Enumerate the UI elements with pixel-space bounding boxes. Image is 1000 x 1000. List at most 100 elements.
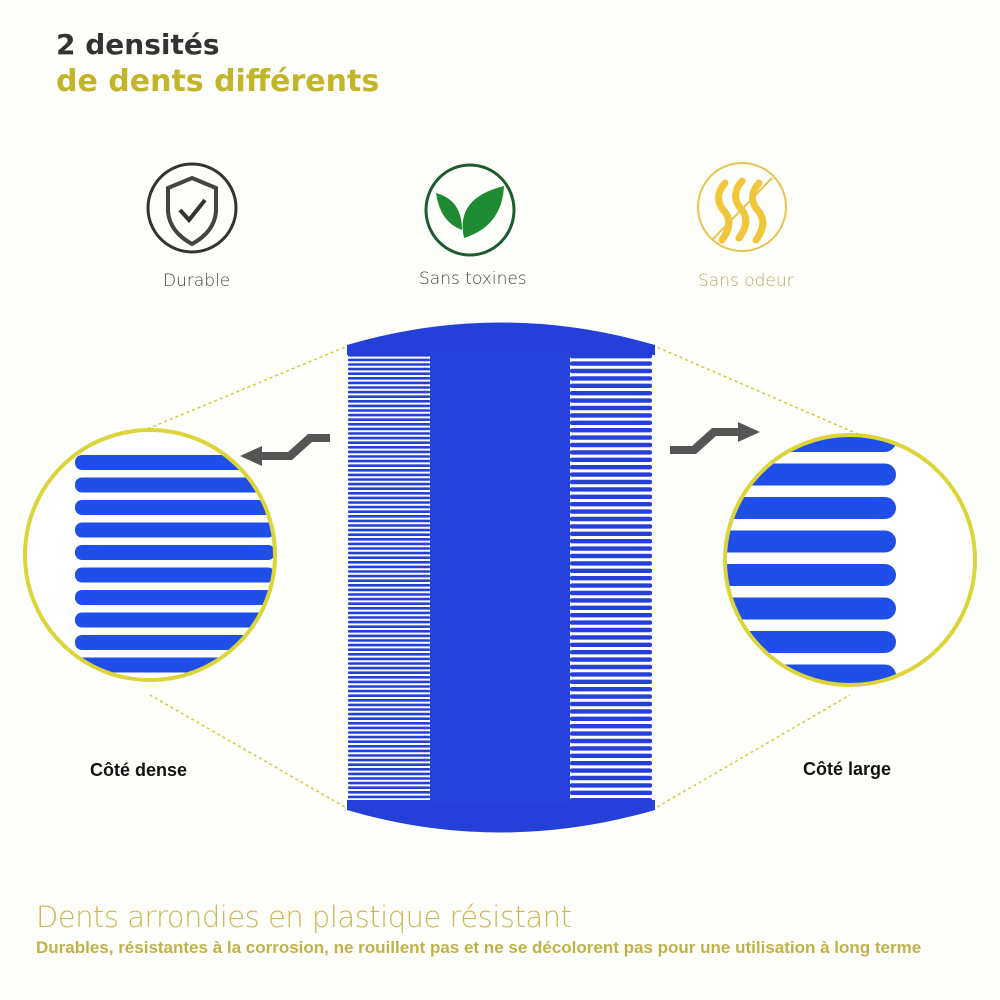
dense-side-label: Côté dense bbox=[90, 760, 188, 780]
comb-tooth bbox=[348, 717, 430, 720]
comb-tooth bbox=[348, 487, 430, 490]
comb-tooth bbox=[570, 605, 652, 610]
comb-tooth bbox=[570, 664, 652, 670]
comb-tooth bbox=[348, 666, 430, 670]
comb-tooth bbox=[570, 457, 652, 462]
comb-tooth bbox=[570, 724, 652, 729]
comb-tooth bbox=[348, 694, 430, 697]
comb-tooth bbox=[348, 492, 430, 495]
comb-tooth bbox=[348, 363, 430, 366]
comb-tooth bbox=[570, 590, 652, 596]
comb-tooth bbox=[348, 413, 430, 417]
comb-tooth bbox=[348, 588, 430, 592]
comb-tooth bbox=[570, 368, 652, 374]
comb-tooth bbox=[570, 391, 652, 396]
comb-tooth bbox=[348, 597, 430, 601]
comb-tooth bbox=[348, 712, 430, 716]
comb-tooth bbox=[348, 593, 430, 596]
arrow-left-icon bbox=[240, 434, 330, 466]
comb-tooth bbox=[348, 404, 430, 408]
comb-tooth bbox=[570, 539, 652, 544]
comb-tooth bbox=[348, 685, 430, 688]
comb-tooth bbox=[348, 469, 430, 472]
comb-tooth bbox=[570, 746, 652, 751]
zoomed-tooth bbox=[725, 631, 896, 653]
comb-tooth bbox=[348, 505, 430, 509]
comb-tooth bbox=[348, 772, 430, 776]
comb-tooth bbox=[348, 354, 430, 357]
comb-tooth bbox=[570, 642, 652, 647]
comb-tooth bbox=[570, 442, 652, 448]
comb-bottom-spine bbox=[347, 800, 655, 833]
comb-tooth bbox=[570, 405, 652, 411]
zoomed-tooth bbox=[725, 497, 896, 519]
comb-tooth bbox=[570, 657, 652, 662]
comb-tooth bbox=[570, 694, 652, 699]
dense-teeth bbox=[348, 354, 430, 799]
comb-tooth bbox=[348, 427, 430, 431]
comb-tooth bbox=[348, 740, 430, 743]
comb-tooth bbox=[348, 510, 430, 513]
comb-tooth bbox=[348, 538, 430, 541]
zoomed-tooth bbox=[725, 530, 896, 553]
comb-tooth bbox=[348, 639, 430, 642]
comb-tooth bbox=[348, 680, 430, 684]
comb-tooth bbox=[348, 726, 430, 730]
comb-tooth bbox=[348, 455, 430, 458]
comb-tooth bbox=[570, 613, 652, 618]
footer-title: Dents arrondies en plastique résistant bbox=[36, 900, 572, 934]
comb-tooth bbox=[348, 579, 430, 582]
comb-tooth bbox=[348, 607, 430, 610]
comb-tooth bbox=[570, 635, 652, 640]
comb-tooth bbox=[348, 473, 430, 477]
comb-tooth bbox=[348, 551, 430, 555]
comb-tooth bbox=[348, 574, 430, 578]
comb-tooth bbox=[570, 450, 652, 455]
comb-tooth bbox=[348, 630, 430, 633]
dense-side-zoom bbox=[25, 430, 275, 680]
comb-tooth bbox=[348, 400, 430, 403]
footer-description: Durables, résistantes à la corrosion, ne… bbox=[36, 938, 922, 957]
comb-tooth bbox=[570, 531, 652, 536]
comb-tooth bbox=[570, 383, 652, 388]
zoomed-tooth bbox=[725, 597, 896, 620]
comb-tooth bbox=[570, 354, 652, 359]
comb-tooth bbox=[570, 716, 652, 721]
comb-tooth bbox=[570, 783, 652, 788]
comb-tooth bbox=[348, 464, 430, 467]
comb-tooth bbox=[348, 446, 430, 449]
comb-tooth bbox=[348, 386, 430, 389]
comb-tooth bbox=[348, 390, 430, 394]
title-line-1: 2 densités bbox=[56, 28, 220, 61]
comb-tooth bbox=[570, 687, 652, 692]
wide-zoom-circle bbox=[723, 433, 977, 687]
comb-tooth bbox=[348, 749, 430, 753]
comb-tooth bbox=[348, 436, 430, 440]
comb-tooth bbox=[348, 758, 430, 762]
comb-tooth bbox=[570, 524, 652, 529]
comb-tooth bbox=[570, 361, 652, 366]
feature-label-sans-odeur: Sans odeur bbox=[698, 271, 794, 291]
comb-tooth bbox=[348, 735, 430, 739]
comb-tooth bbox=[570, 413, 652, 418]
comb-tooth bbox=[570, 598, 652, 603]
comb-tooth bbox=[348, 786, 430, 789]
comb-tooth bbox=[570, 650, 652, 655]
comb-tooth bbox=[348, 634, 430, 638]
comb-tooth bbox=[348, 676, 430, 679]
comb-tooth bbox=[570, 576, 652, 581]
comb-tooth bbox=[348, 372, 430, 375]
comb-tooth bbox=[348, 722, 430, 725]
comb-tooth bbox=[348, 611, 430, 615]
comb-tooth bbox=[348, 367, 430, 371]
comb-tooth bbox=[348, 556, 430, 559]
comb-tooth bbox=[348, 754, 430, 757]
comb-tooth bbox=[348, 648, 430, 651]
comb-tooth bbox=[570, 738, 652, 744]
comb-tooth bbox=[348, 689, 430, 693]
comb-tooth bbox=[570, 701, 652, 707]
comb-tooth bbox=[348, 653, 430, 656]
comb-tooth bbox=[348, 519, 430, 523]
title-line-2: de dents différents bbox=[56, 64, 380, 99]
